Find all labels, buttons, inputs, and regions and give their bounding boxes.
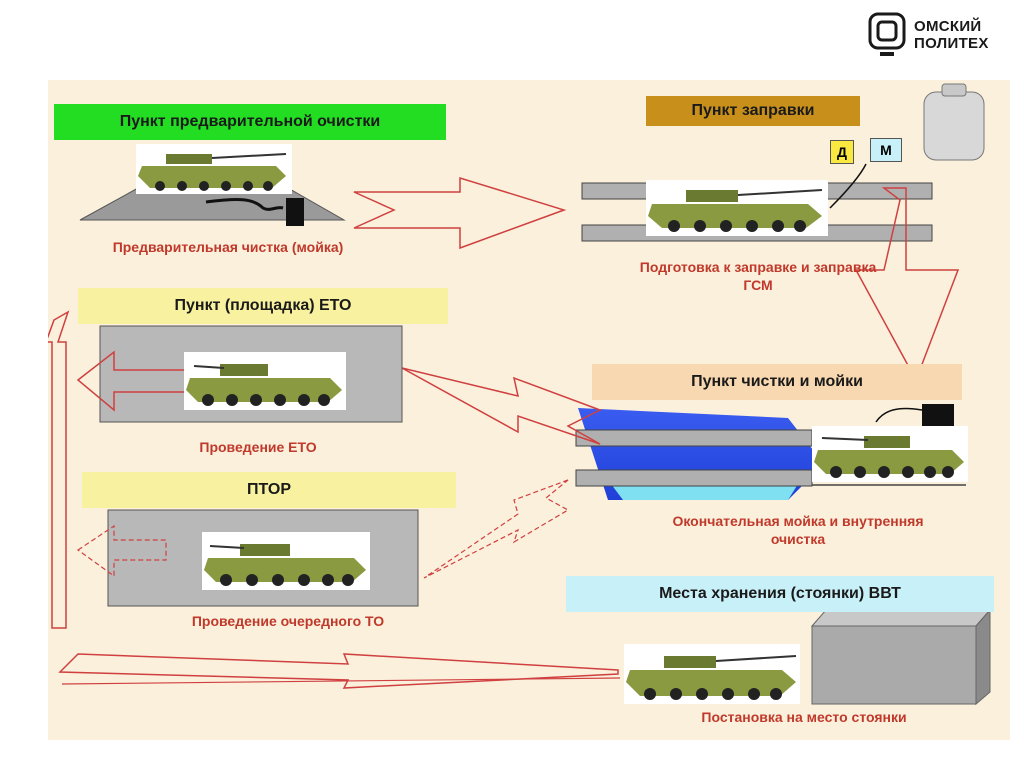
vehicle-wash bbox=[812, 426, 968, 482]
bottom-baseline bbox=[61, 677, 621, 685]
vehicle-ptor bbox=[202, 532, 370, 590]
flow-arrow-return-left bbox=[48, 310, 70, 629]
ifv-icon bbox=[138, 153, 287, 191]
ptor-caption: Проведение очередного ТО bbox=[191, 613, 385, 629]
ifv-icon bbox=[648, 189, 823, 232]
ifv-icon bbox=[626, 655, 797, 700]
logo-text: ОМСКИЙ ПОЛИТЕХ bbox=[914, 18, 989, 52]
logo-mark-icon bbox=[868, 12, 906, 56]
tag-m: М bbox=[870, 138, 902, 162]
eto-title: Пункт (площадка) ЕТО bbox=[78, 288, 448, 324]
omsk-polytech-logo: ОМСКИЙ ПОЛИТЕХ bbox=[866, 10, 1006, 62]
tag-d: Д bbox=[830, 140, 854, 164]
fuel-tank-icon bbox=[923, 91, 985, 161]
refuel-hose bbox=[829, 163, 867, 209]
pre-clean-caption: Предварительная чистка (мойка) bbox=[112, 239, 344, 255]
diagram-panel: Пункт предварительной очистки Пункт запр… bbox=[48, 80, 1010, 740]
flow-arrow-3 bbox=[401, 367, 602, 445]
refuel-title: Пункт заправки bbox=[646, 96, 860, 126]
eto-caption: Проведение ЕТО bbox=[199, 439, 317, 455]
vehicle-storage bbox=[624, 644, 800, 704]
hose-pump bbox=[286, 198, 304, 226]
wash-caption-line1: Окончательная мойка и внутренняя bbox=[672, 513, 924, 529]
ifv-icon bbox=[186, 364, 342, 406]
flow-arrow-4 bbox=[423, 479, 570, 579]
wash-hose bbox=[875, 407, 923, 423]
vehicle-refuel bbox=[646, 180, 828, 236]
wash-rail-top bbox=[575, 429, 813, 447]
refuel-caption-line1: Подготовка к заправке и заправка bbox=[639, 259, 877, 275]
ifv-icon bbox=[814, 436, 964, 478]
storage-caption: Постановка на место стоянки bbox=[701, 709, 907, 725]
logo-line1: ОМСКИЙ bbox=[914, 18, 982, 35]
storage-title: Места хранения (стоянки) ВВТ bbox=[566, 576, 994, 612]
vehicle-eto bbox=[184, 352, 346, 410]
storage-block-side bbox=[975, 608, 991, 706]
refuel-caption-line2: ГСМ bbox=[743, 277, 773, 293]
flow-diagram bbox=[48, 83, 992, 706]
ptor-title: ПТОР bbox=[82, 472, 456, 508]
logo-line2: ПОЛИТЕХ bbox=[914, 35, 989, 52]
wash-pump bbox=[922, 404, 954, 426]
refuel-caption: Подготовка к заправке и заправка ГСМ bbox=[578, 258, 938, 294]
ptor-arrow bbox=[76, 524, 167, 578]
hose bbox=[205, 198, 284, 211]
storage-block-front bbox=[811, 625, 977, 705]
wash-rail-bottom bbox=[575, 469, 813, 487]
ifv-icon bbox=[204, 544, 366, 586]
vehicle-pre-clean bbox=[136, 144, 292, 194]
wash-caption: Окончательная мойка и внутренняя очистка bbox=[608, 512, 988, 548]
flow-arrow-1 bbox=[353, 176, 567, 250]
pre-clean-title: Пункт предварительной очистки bbox=[54, 104, 446, 140]
wash-caption-line2: очистка bbox=[770, 531, 826, 547]
storage-block-top bbox=[810, 609, 992, 627]
wash-title: Пункт чистки и мойки bbox=[592, 364, 962, 400]
